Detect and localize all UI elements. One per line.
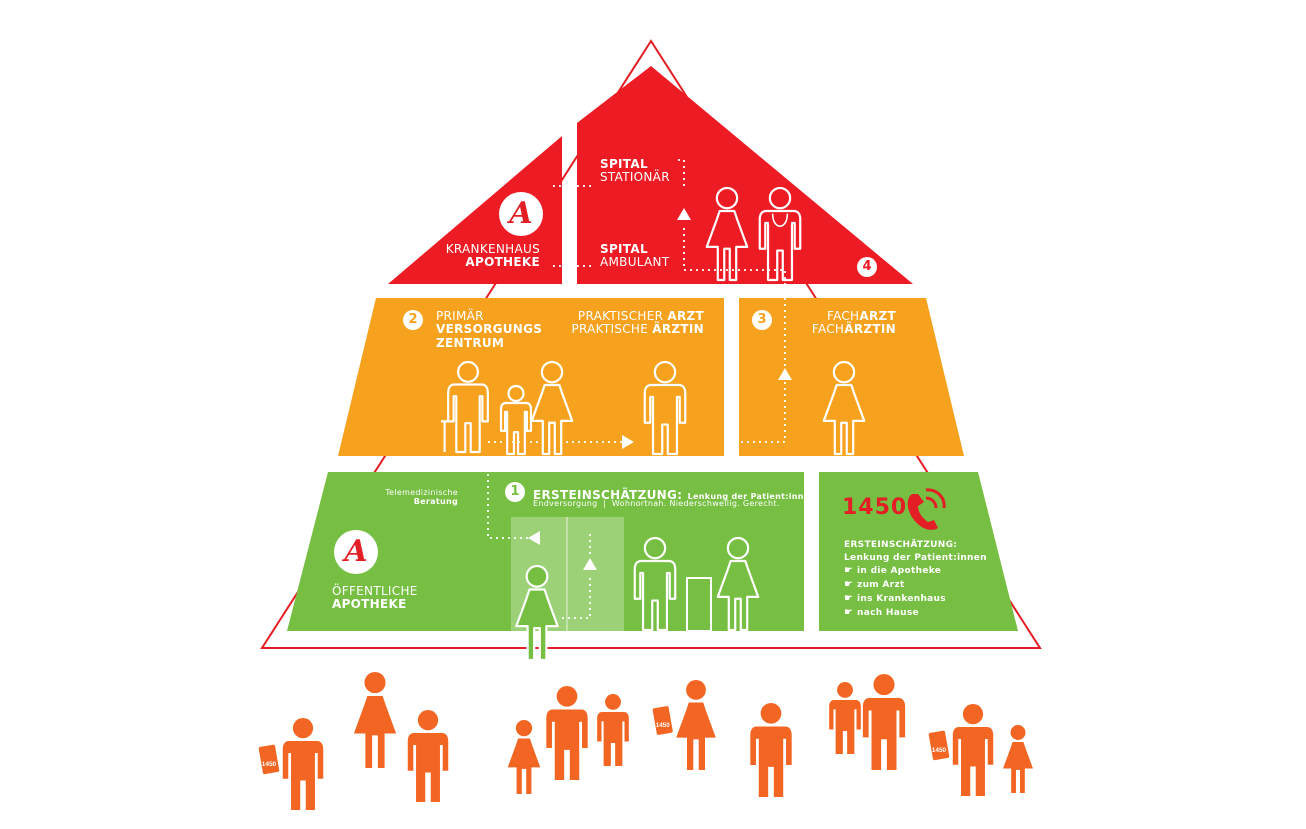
praktischer-text: PRAKTISCHER bbox=[577, 309, 668, 323]
phone-icon bbox=[907, 488, 946, 530]
hotline-subtitle: Lenkung der Patient:innen bbox=[844, 552, 987, 563]
phone-card-icon: 1450 bbox=[258, 744, 280, 775]
spital-ambulant-normal: AMBULANT bbox=[600, 255, 670, 270]
crowd-person-figure bbox=[507, 720, 541, 794]
door-icon bbox=[686, 577, 712, 632]
telemedizin-label: Telemedizinische Beratung bbox=[370, 488, 458, 507]
spital-ambulant-bold: SPITAL bbox=[600, 242, 648, 256]
spital-stationaer-bold: SPITAL bbox=[600, 157, 648, 171]
oeffentliche-line: ÖFFENTLICHE bbox=[332, 584, 418, 598]
lenkung-text: Lenkung der Patient:innen bbox=[687, 492, 816, 501]
crowd-person-figure bbox=[597, 694, 629, 766]
crowd-person-figure: 1450 bbox=[652, 680, 716, 770]
crowd-person-figure: 1450 bbox=[928, 704, 994, 796]
ersteinschaetzung-bold: ERSTEINSCHÄTZUNG: bbox=[533, 488, 683, 502]
hotline-list-item: in die Apotheke bbox=[844, 564, 987, 578]
fachaerztin-line: FACHÄRZTIN bbox=[790, 323, 896, 336]
hotline-list: in die Apothekezum Arztins Krankenhausna… bbox=[844, 564, 987, 620]
crowd-person-figure bbox=[353, 672, 397, 768]
primaer-line: PRIMÄR bbox=[436, 309, 484, 323]
hotline-number: 1450 bbox=[842, 495, 908, 520]
entering-patient-figure bbox=[515, 564, 559, 662]
hotline-list-item: nach Hause bbox=[844, 606, 987, 620]
fach-text: FACH bbox=[826, 309, 860, 323]
crowd-person-figure bbox=[862, 674, 906, 770]
hotline-text-block: ERSTEINSCHÄTZUNG: Lenkung der Patient:in… bbox=[844, 539, 987, 620]
oeffentliche-apotheke-label: ÖFFENTLICHE APOTHEKE bbox=[332, 584, 418, 612]
level1-badge: 1 bbox=[505, 482, 525, 502]
specialist-figure bbox=[822, 360, 866, 456]
level2-panel bbox=[338, 298, 724, 456]
zentrum-line: ZENTRUM bbox=[436, 335, 505, 350]
ersteinschaetzung-subtitle: Endversorgung | Wohnortnah. Niederschwel… bbox=[533, 499, 780, 508]
elderly-figure bbox=[440, 360, 489, 454]
crowd-person-figure bbox=[750, 703, 792, 797]
krankenhaus-line: KRANKENHAUS bbox=[445, 242, 540, 256]
praktische-text: PRAKTISCHE bbox=[571, 322, 653, 337]
praktischer-arzt-label: PRAKTISCHER ARZT PRAKTISCHE ÄRZTIN bbox=[560, 309, 704, 337]
facharzt-label: FACHARZT FACHÄRZTIN bbox=[790, 309, 896, 337]
phone-card-label: 1450 bbox=[262, 761, 277, 768]
patient-figure bbox=[705, 186, 749, 282]
phone-card-label: 1450 bbox=[932, 747, 947, 754]
crowd-person-figure bbox=[829, 682, 861, 754]
phone-card-label: 1450 bbox=[656, 722, 671, 729]
level4-badge: 4 bbox=[857, 257, 877, 277]
level3-panel bbox=[739, 298, 964, 456]
general-practitioner-figure bbox=[643, 360, 687, 456]
phone-card-icon: 1450 bbox=[928, 730, 950, 761]
level4-right-panel bbox=[577, 66, 913, 284]
arzt-text: ARZT bbox=[667, 309, 704, 323]
aerztin-bold-text: ÄRZTIN bbox=[844, 322, 896, 337]
pharmacist-figure bbox=[716, 536, 760, 632]
woman-figure bbox=[530, 360, 574, 456]
hotline-list-item: ins Krankenhaus bbox=[844, 592, 987, 606]
crowd-person-figure: 1450 bbox=[258, 718, 324, 810]
aerztin-text: ÄRZTIN bbox=[652, 322, 704, 337]
crowd-person-figure bbox=[546, 686, 588, 780]
flow-arrows bbox=[528, 208, 792, 570]
apotheke-line: APOTHEKE bbox=[465, 255, 540, 270]
apotheke2-line: APOTHEKE bbox=[332, 597, 407, 612]
arzt-bold-text: ARZT bbox=[859, 309, 896, 323]
fach2-text: FACH bbox=[811, 322, 845, 337]
praktische-aerztin-line: PRAKTISCHE ÄRZTIN bbox=[560, 323, 704, 336]
ersteinschaetzung-title: ERSTEINSCHÄTZUNG: Lenkung der Patient:in… bbox=[533, 485, 815, 503]
beratung-line: Beratung bbox=[413, 496, 458, 506]
level2-badge: 2 bbox=[403, 310, 423, 330]
spital-stationaer-label: SPITAL STATIONÄR bbox=[600, 157, 670, 185]
phone-card-icon: 1450 bbox=[652, 706, 673, 735]
oeffentliche-apotheke-logo: A bbox=[334, 530, 378, 574]
facharzt-line: FACHARZT bbox=[790, 309, 896, 323]
hotline-title: ERSTEINSCHÄTZUNG: bbox=[844, 540, 958, 550]
praktischer-arzt-line: PRAKTISCHER ARZT bbox=[560, 309, 704, 323]
primaer-versorgungszentrum-label: PRIMÄR VERSORGUNGS ZENTRUM bbox=[436, 309, 543, 350]
child-figure bbox=[499, 384, 533, 456]
telemedizin-line: Telemedizinische bbox=[385, 488, 458, 497]
level4-left-panel bbox=[388, 136, 562, 284]
krankenhaus-apotheke-logo: A bbox=[499, 192, 543, 236]
level3-badge: 3 bbox=[752, 310, 772, 330]
versorgungs-line: VERSORGUNGS bbox=[436, 322, 543, 337]
crowd-person-figure bbox=[1003, 725, 1033, 793]
krankenhaus-apotheke-label: KRANKENHAUS APOTHEKE bbox=[420, 242, 540, 270]
crowd-person-figure bbox=[407, 710, 449, 802]
spital-ambulant-label: SPITAL AMBULANT bbox=[600, 242, 670, 270]
spital-stationaer-normal: STATIONÄR bbox=[600, 170, 670, 185]
hotline-list-item: zum Arzt bbox=[844, 578, 987, 592]
doctor-figure bbox=[758, 186, 802, 282]
patient-waiting-figure bbox=[633, 536, 677, 632]
